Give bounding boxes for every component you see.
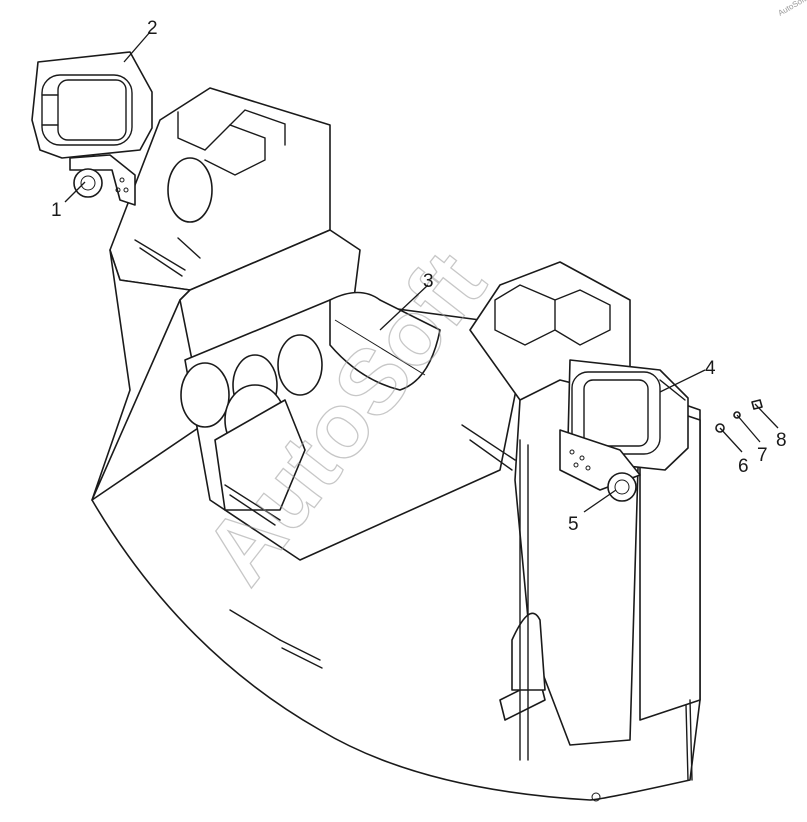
roller-mid [277,334,323,396]
bracket-pivot-right [607,472,637,502]
leader-7 [736,414,761,443]
callout-3: 3 [423,271,434,292]
callout-labels: 1 2 3 4 5 6 7 8 [51,18,787,535]
leader-3 [379,284,429,331]
callout-5: 5 [568,514,579,535]
callout-7: 7 [757,445,768,466]
lamp-bracket-left [69,154,136,206]
leader-4 [659,369,706,393]
watermark-corner: AutoSoft [777,0,807,18]
leader-6 [719,427,743,453]
loader-frame [91,87,701,802]
leader-8 [754,403,779,429]
callout-6: 6 [738,456,749,477]
leader-1 [64,181,86,203]
bolt [751,399,763,410]
leader-2 [123,31,151,63]
leader-5 [583,489,617,513]
left-pin-boss [167,157,213,223]
callout-1: 1 [51,200,62,221]
callout-4: 4 [705,358,716,379]
callout-8: 8 [776,430,787,451]
lamp-bracket-right [559,429,641,502]
bracket-pivot-left [73,168,103,198]
callout-2: 2 [147,18,158,39]
work-lamp-left [31,51,153,159]
roller-left [180,362,230,428]
callout-leaders [64,31,779,513]
